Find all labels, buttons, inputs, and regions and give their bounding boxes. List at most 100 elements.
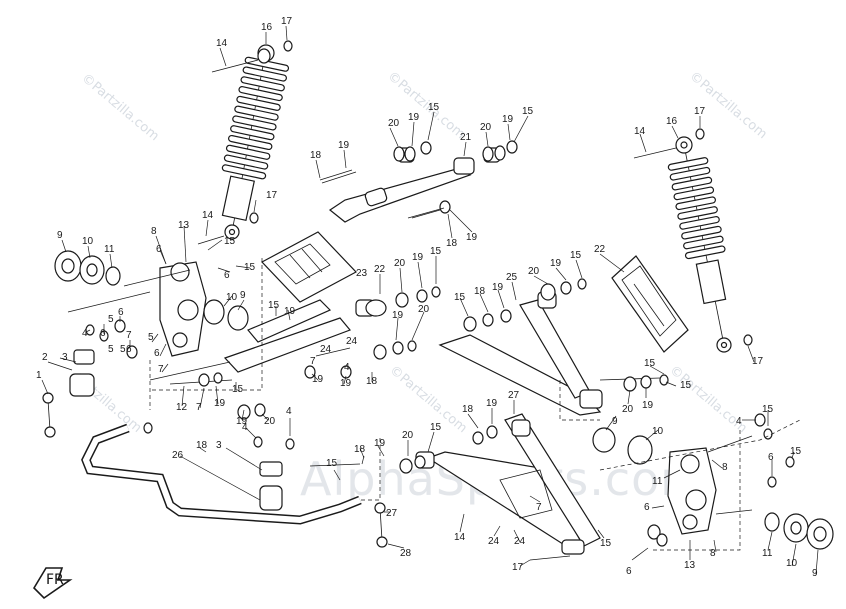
callout-18: 18 (310, 150, 322, 161)
callout-18: 18 (462, 404, 474, 415)
callout-17: 17 (281, 16, 293, 27)
callout-15: 15 (224, 236, 236, 247)
callout-17: 17 (752, 356, 764, 367)
skid-plate-right (611, 255, 689, 353)
callout-17: 17 (694, 106, 706, 117)
callout-19: 19 (486, 398, 498, 409)
callout-7: 7 (310, 356, 316, 367)
callout-7: 7 (196, 402, 202, 413)
callout-15: 15 (430, 246, 442, 257)
callout-6: 6 (154, 348, 160, 359)
callout-19: 19 (340, 378, 352, 389)
callout-1: 1 (36, 370, 42, 381)
callout-22: 22 (374, 264, 386, 275)
callout-6: 6 (224, 270, 230, 281)
callout-19: 19 (312, 374, 324, 385)
callout-18: 18 (354, 444, 366, 455)
callout-27: 27 (386, 508, 398, 519)
callout-7: 7 (536, 502, 542, 513)
callout-4: 4 (286, 406, 292, 417)
callout-19: 19 (466, 232, 478, 243)
right-shock-absorber (667, 136, 732, 353)
callout-22: 22 (594, 244, 606, 255)
callout-7: 7 (126, 330, 132, 341)
stabilizer-bar (69, 349, 362, 525)
callout-27: 27 (508, 390, 520, 401)
callout-5: 5 (148, 332, 154, 343)
callout-20: 20 (402, 430, 414, 441)
callout-7: 7 (158, 364, 164, 375)
left-lower-link (223, 299, 352, 373)
callout-4: 4 (242, 422, 248, 433)
lower-a-arm-bottom (415, 413, 601, 555)
callout-12: 12 (176, 402, 188, 413)
stabilizer-links (42, 392, 388, 548)
callout-9: 9 (812, 568, 818, 579)
callout-15: 15 (454, 292, 466, 303)
callout-20: 20 (264, 416, 276, 427)
callout-24: 24 (346, 336, 358, 347)
callout-5: 5 (108, 344, 114, 355)
callout-15: 15 (570, 250, 582, 261)
bushings-washers (85, 40, 795, 547)
right-knuckle (667, 447, 717, 535)
callout-24: 24 (320, 344, 332, 355)
callout-16: 16 (261, 22, 273, 33)
callout-4: 4 (736, 416, 742, 427)
callout-19: 19 (284, 306, 296, 317)
callout-15: 15 (268, 300, 280, 311)
callout-15: 15 (762, 404, 774, 415)
callout-11: 11 (762, 548, 773, 559)
callout-15: 15 (430, 422, 442, 433)
callout-20: 20 (388, 118, 400, 129)
callout-8: 8 (722, 462, 728, 473)
callout-15: 15 (522, 106, 534, 117)
callout-5: 5 (120, 344, 126, 355)
callout-6: 6 (768, 452, 774, 463)
callout-23: 23 (356, 268, 368, 279)
callout-10: 10 (82, 236, 94, 247)
callout-19: 19 (374, 438, 386, 449)
callout-15: 15 (428, 102, 440, 113)
callout-17: 17 (512, 562, 524, 573)
callout-9: 9 (57, 230, 63, 241)
callout-14: 14 (634, 126, 646, 137)
callout-6: 6 (126, 344, 132, 355)
callout-11: 11 (104, 244, 115, 255)
callout-24: 24 (488, 536, 500, 547)
callout-14: 14 (202, 210, 214, 221)
callout-15: 15 (600, 538, 612, 549)
callout-25: 25 (506, 272, 518, 283)
callout-15: 15 (244, 262, 256, 273)
callout-20: 20 (418, 304, 430, 315)
callout-28: 28 (400, 548, 412, 559)
left-shock-absorber (221, 44, 290, 240)
front-direction-arrow: FR (32, 567, 73, 600)
callout-labels: 14 16 17 17 14 14 16 17 17 9 10 11 8 13 … (36, 16, 818, 579)
callout-5: 5 (108, 314, 114, 325)
callout-21: 21 (460, 132, 472, 143)
assembly-lines (149, 258, 801, 551)
callout-10: 10 (226, 292, 238, 303)
callout-18: 18 (196, 440, 208, 451)
callout-3: 3 (62, 352, 68, 363)
callout-6: 6 (626, 566, 632, 577)
callout-19: 19 (338, 140, 350, 151)
callout-19: 19 (642, 400, 654, 411)
callout-20: 20 (528, 266, 540, 277)
callout-3: 3 (216, 440, 222, 451)
callout-19: 19 (550, 258, 562, 269)
callout-14: 14 (454, 532, 466, 543)
callout-15: 15 (680, 380, 692, 391)
callout-15: 15 (644, 358, 656, 369)
callout-15: 15 (232, 384, 244, 395)
callout-13: 13 (178, 220, 190, 231)
callout-20: 20 (622, 404, 634, 415)
callout-2: 2 (42, 352, 48, 363)
callout-19: 19 (502, 114, 514, 125)
callout-18: 18 (446, 238, 458, 249)
callout-6: 6 (156, 244, 162, 255)
callout-8: 8 (151, 226, 157, 237)
callout-9: 9 (240, 290, 246, 301)
